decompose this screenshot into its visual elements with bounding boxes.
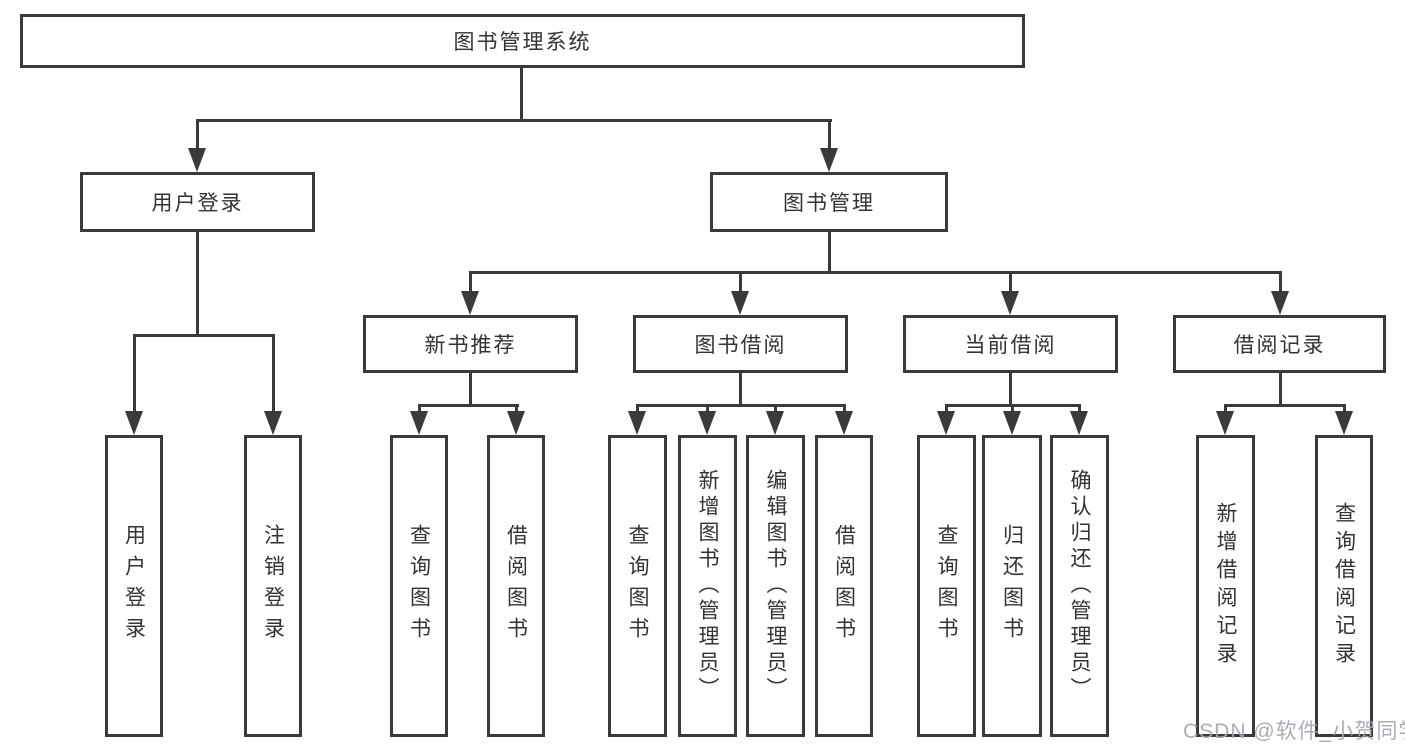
arrow-down-icon (507, 411, 525, 435)
connector-book-borrow-bar (636, 404, 846, 407)
connector-drop (1078, 404, 1081, 414)
leaf-query-book-3-label: 查询图书 (935, 524, 959, 648)
arrow-down-icon (1001, 291, 1019, 315)
node-book-borrow-label: 图书借阅 (694, 334, 787, 357)
node-root: 图书管理系统 (20, 14, 1025, 68)
arrow-down-icon (1216, 411, 1234, 435)
connector-drop-leaf-user-login (133, 334, 136, 413)
node-current-borrow: 当前借阅 (903, 315, 1118, 373)
connector-drop (1224, 404, 1227, 414)
arrow-down-icon (1335, 411, 1353, 435)
arrow-down-icon (766, 411, 784, 435)
connector-drop (945, 404, 948, 414)
node-root-label: 图书管理系统 (453, 31, 592, 54)
connector-root-bar (196, 119, 832, 122)
leaf-user-login-label: 用户登录 (122, 524, 146, 648)
leaf-add-record-label: 新增借阅记录 (1214, 502, 1238, 670)
leaf-logout: 注销登录 (244, 435, 302, 737)
leaf-borrow-book-1: 借阅图书 (487, 435, 545, 737)
csdn-watermark: CSDN @软件_小贺同学 (1183, 720, 1405, 743)
connector-book-mgmt-stem (828, 232, 831, 274)
leaf-query-book-2-label: 查询图书 (626, 524, 650, 648)
connector-new-book-rec-stem (469, 373, 472, 407)
leaf-query-record: 查询借阅记录 (1315, 435, 1373, 737)
node-new-book-rec-label: 新书推荐 (424, 334, 517, 357)
arrow-down-icon (820, 148, 838, 172)
leaf-add-book-label: 新增图书（管理员） (696, 469, 720, 703)
leaf-add-book: 新增图书（管理员） (678, 435, 737, 737)
node-borrow-record: 借阅记录 (1173, 315, 1386, 373)
leaf-add-record: 新增借阅记录 (1196, 435, 1255, 737)
leaf-return-book-label: 归还图书 (1000, 524, 1024, 648)
leaf-confirm-return-label: 确认归还（管理员） (1068, 469, 1092, 703)
leaf-logout-label: 注销登录 (261, 524, 285, 648)
leaf-edit-book-label: 编辑图书（管理员） (764, 469, 788, 703)
leaf-query-book-2: 查询图书 (608, 435, 667, 737)
arrow-down-icon (188, 148, 206, 172)
connector-drop (774, 404, 777, 414)
arrow-down-icon (731, 291, 749, 315)
connector-drop (706, 404, 709, 414)
arrow-down-icon (1070, 411, 1088, 435)
node-book-borrow: 图书借阅 (633, 315, 848, 373)
connector-drop (1343, 404, 1346, 414)
arrow-down-icon (937, 411, 955, 435)
leaf-borrow-book-2: 借阅图书 (815, 435, 873, 737)
arrow-down-icon (410, 411, 428, 435)
connector-drop-borrow-record (1279, 271, 1282, 293)
node-user-login: 用户登录 (80, 172, 315, 232)
connector-book-borrow-stem (739, 373, 742, 407)
connector-user-login-stem (196, 232, 199, 337)
arrow-down-icon (698, 411, 716, 435)
connector-drop-book-mgmt (828, 119, 831, 151)
connector-drop (515, 404, 518, 414)
connector-new-book-rec-bar (418, 404, 519, 407)
leaf-borrow-book-2-label: 借阅图书 (832, 524, 856, 648)
connector-root-stem (520, 68, 523, 122)
connector-borrow-record-bar (1224, 404, 1346, 407)
leaf-user-login: 用户登录 (105, 435, 163, 737)
connector-drop (1011, 404, 1014, 414)
connector-drop-book-borrow (739, 271, 742, 293)
connector-borrow-record-stem (1279, 373, 1282, 407)
connector-drop-leaf-logout (272, 334, 275, 413)
node-user-login-label: 用户登录 (151, 192, 244, 215)
node-new-book-rec: 新书推荐 (363, 315, 578, 373)
arrow-down-icon (1271, 291, 1289, 315)
arrow-down-icon (125, 411, 143, 435)
arrow-down-icon (835, 411, 853, 435)
leaf-return-book: 归还图书 (982, 435, 1042, 737)
node-book-mgmt: 图书管理 (710, 172, 948, 232)
leaf-edit-book: 编辑图书（管理员） (746, 435, 805, 737)
leaf-query-record-label: 查询借阅记录 (1332, 502, 1356, 670)
arrow-down-icon (264, 411, 282, 435)
leaf-query-book-3: 查询图书 (917, 435, 976, 737)
arrow-down-icon (628, 411, 646, 435)
node-book-mgmt-label: 图书管理 (783, 192, 875, 215)
arrow-down-icon (1003, 411, 1021, 435)
connector-drop (636, 404, 639, 414)
connector-drop-current-borrow (1009, 271, 1012, 293)
connector-current-borrow-stem (1009, 373, 1012, 407)
connector-user-login-bar (133, 334, 275, 337)
leaf-query-book-1-label: 查询图书 (407, 524, 431, 648)
connector-drop-new-book-rec (469, 271, 472, 293)
connector-book-mgmt-bar (469, 271, 1281, 274)
connector-drop (843, 404, 846, 414)
leaf-confirm-return: 确认归还（管理员） (1050, 435, 1109, 737)
arrow-down-icon (461, 291, 479, 315)
connector-drop-user-login (196, 119, 199, 151)
node-current-borrow-label: 当前借阅 (964, 334, 1057, 357)
leaf-borrow-book-1-label: 借阅图书 (504, 524, 528, 648)
leaf-query-book-1: 查询图书 (390, 435, 448, 737)
connector-drop (418, 404, 421, 414)
node-borrow-record-label: 借阅记录 (1233, 334, 1326, 357)
